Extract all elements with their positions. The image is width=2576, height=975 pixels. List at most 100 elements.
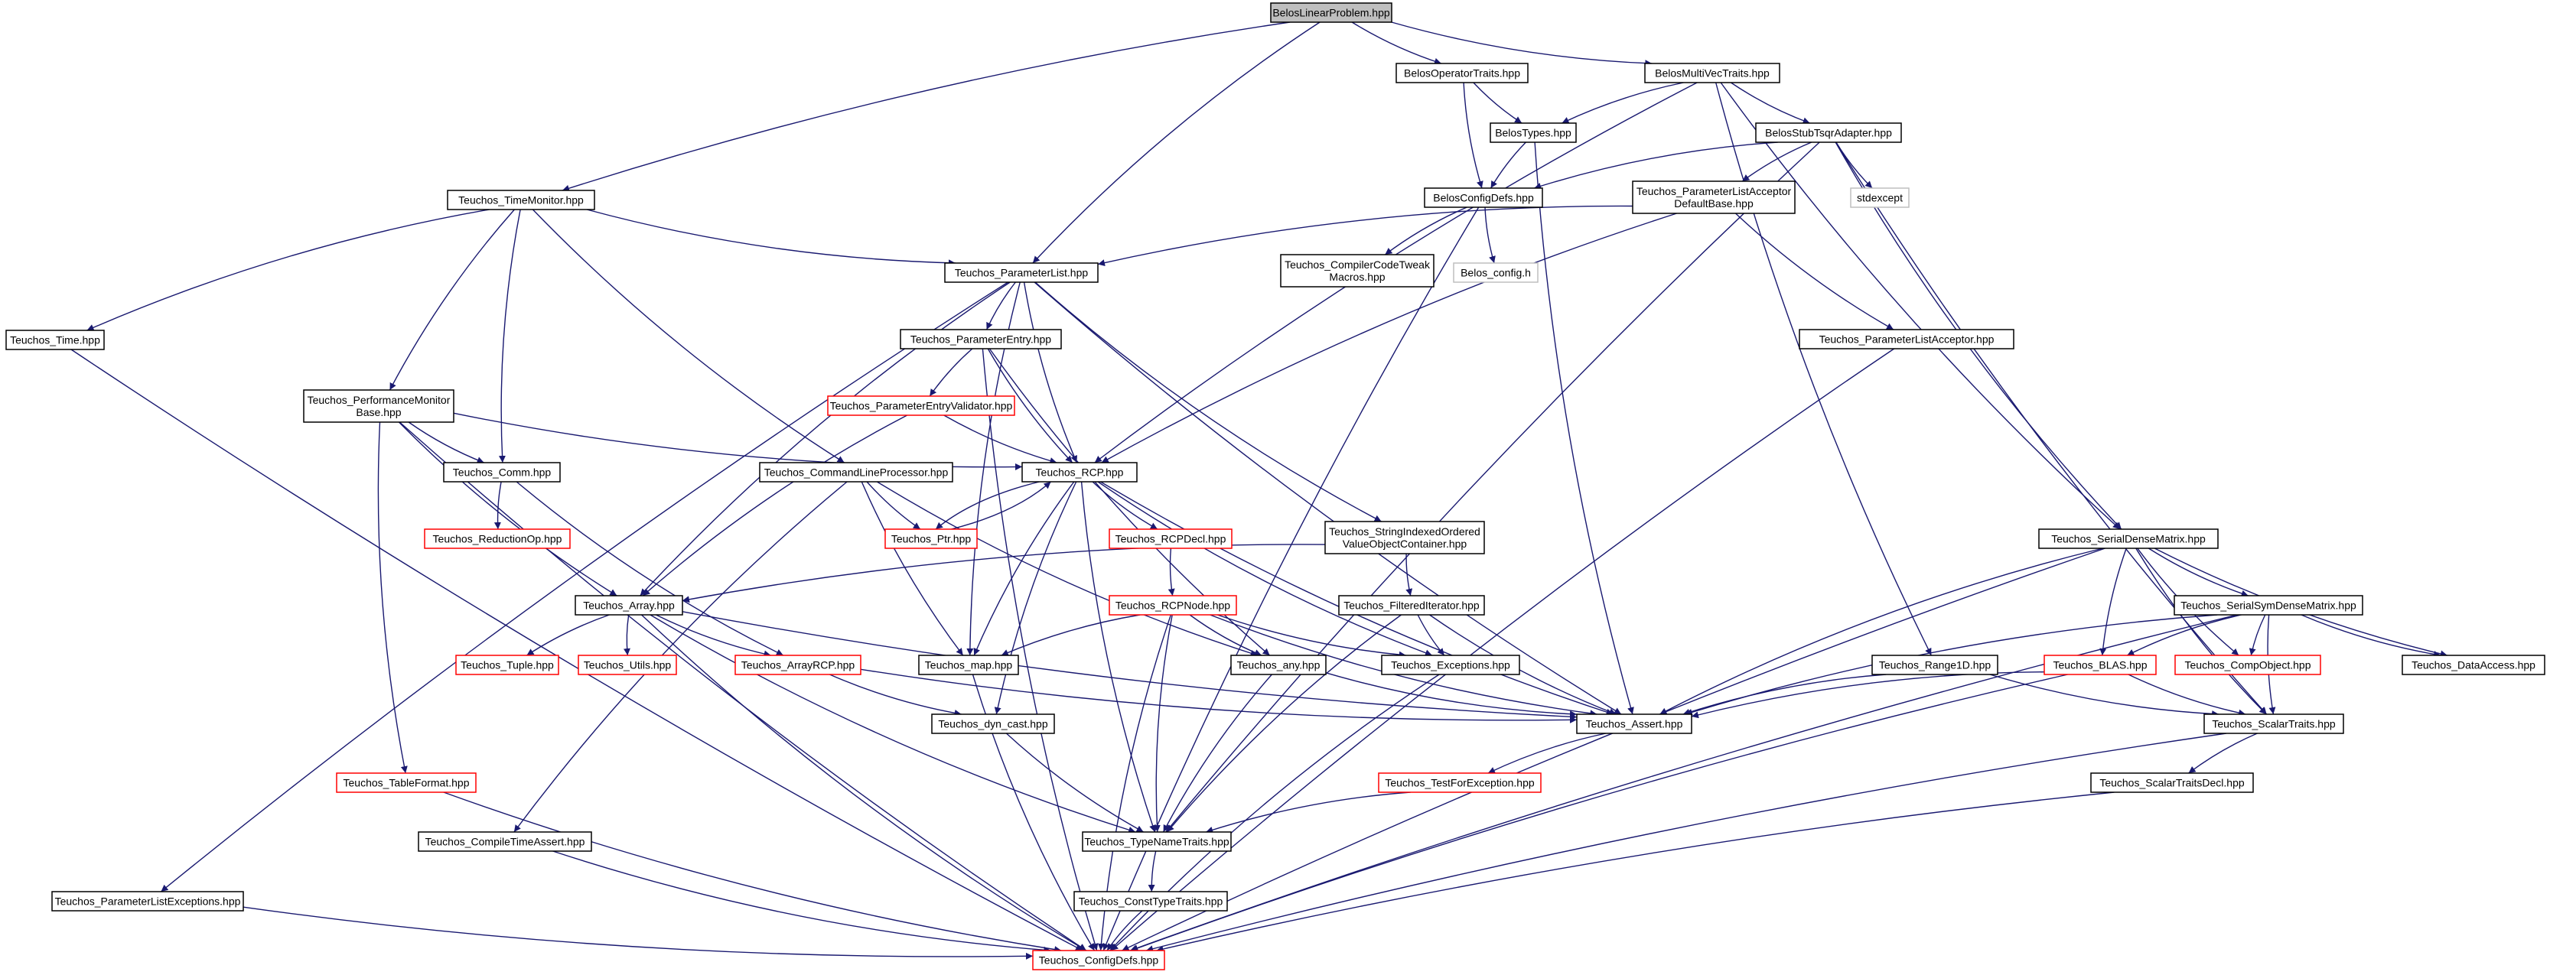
node-teuchos-range1d[interactable]: Teuchos_Range1D.hpp	[1871, 655, 1998, 675]
node-teuchos-ptr[interactable]: Teuchos_Ptr.hpp	[884, 528, 978, 549]
node-label: stdexcept	[1857, 192, 1903, 204]
node-box	[2174, 595, 2363, 616]
node-label: Teuchos_TestForException.hpp	[1385, 777, 1535, 789]
node-teuchos-scalartraitsdecl[interactable]: Teuchos_ScalarTraitsDecl.hpp	[2090, 772, 2254, 793]
node-label: Teuchos_ParameterList.hpp	[955, 267, 1089, 279]
node-teuchos-blas[interactable]: Teuchos_BLAS.hpp	[2044, 655, 2157, 675]
edge-teuchos-serialdensematrix-to-teuchos-scalartraits	[2135, 548, 2267, 715]
node-teuchos-parameterlistexceptions[interactable]: Teuchos_ParameterListExceptions.hpp	[51, 891, 244, 912]
node-teuchos-compiletimeassert[interactable]: Teuchos_CompileTimeAssert.hpp	[418, 831, 592, 852]
node-belostypes[interactable]: BelosTypes.hpp	[1490, 122, 1577, 143]
node-teuchos-parameterentryvalidator[interactable]: Teuchos_ParameterEntryValidator.hpp	[827, 395, 1015, 416]
node-teuchos-testforexception[interactable]: Teuchos_TestForException.hpp	[1378, 772, 1542, 793]
node-teuchos-parameterlistacceptor[interactable]: Teuchos_ParameterListAcceptor.hpp	[1799, 329, 2014, 349]
node-teuchos-commandlineprocessor[interactable]: Teuchos_CommandLineProcessor.hpp	[759, 462, 953, 483]
node-teuchos-arrayrcp[interactable]: Teuchos_ArrayRCP.hpp	[734, 655, 861, 675]
edge-teuchos-performancemonitorbase-to-teuchos-array	[398, 421, 617, 596]
edge-teuchos-timemonitor-to-teuchos-comm	[498, 209, 521, 463]
node-teuchos-dataaccess[interactable]: Teuchos_DataAccess.hpp	[2402, 655, 2545, 675]
node-teuchos-map[interactable]: Teuchos_map.hpp	[918, 655, 1019, 675]
node-teuchos-timemonitor[interactable]: Teuchos_TimeMonitor.hpp	[447, 190, 595, 210]
node-teuchos-utils[interactable]: Teuchos_Utils.hpp	[578, 655, 677, 675]
node-teuchos-array[interactable]: Teuchos_Array.hpp	[575, 595, 683, 616]
node-label: ValueObjectContainer.hpp	[1343, 538, 1467, 550]
edge-teuchos-rcp-to-teuchos-map	[973, 481, 1075, 656]
node-teuchos-configdefs[interactable]: Teuchos_ConfigDefs.hpp	[1032, 950, 1165, 970]
edge-teuchos-arrayrcp-to-teuchos-assert	[860, 668, 1578, 723]
edge-teuchos-rcpnode-to-teuchos-any	[1189, 614, 1262, 656]
node-teuchos-rcpnode[interactable]: Teuchos_RCPNode.hpp	[1109, 595, 1237, 616]
node-label: Teuchos_CompObject.hpp	[2185, 659, 2311, 671]
edge-teuchos-parameterentry-to-teuchos-any	[988, 348, 1271, 656]
edge-teuchos-commandlineprocessor-to-teuchos-map	[861, 481, 964, 656]
node-box	[734, 655, 861, 675]
node-box	[2203, 713, 2344, 734]
node-belos-config[interactable]: Belos_config.h	[1453, 262, 1539, 283]
node-box	[2038, 528, 2219, 549]
node-label: Teuchos_CompileTimeAssert.hpp	[425, 836, 585, 848]
node-teuchos-tuple[interactable]: Teuchos_Tuple.hpp	[455, 655, 559, 675]
node-teuchos-assert[interactable]: Teuchos_Assert.hpp	[1576, 713, 1692, 734]
edge-teuchos-performancemonitorbase-to-teuchos-configdefs	[399, 421, 1087, 951]
node-teuchos-reductionop[interactable]: Teuchos_ReductionOp.hpp	[424, 528, 571, 549]
node-teuchos-any[interactable]: Teuchos_any.hpp	[1230, 655, 1327, 675]
node-belosmultivectraits[interactable]: BelosMultiVecTraits.hpp	[1644, 63, 1780, 83]
node-teuchos-time[interactable]: Teuchos_Time.hpp	[5, 330, 105, 350]
node-box	[2090, 772, 2254, 793]
node-teuchos-exceptions[interactable]: Teuchos_Exceptions.hpp	[1381, 655, 1520, 675]
node-box	[2044, 655, 2157, 675]
node-stdexcept[interactable]: stdexcept	[1850, 187, 1910, 208]
node-teuchos-consttypetraits[interactable]: Teuchos_ConstTypeTraits.hpp	[1073, 891, 1228, 912]
edge-teuchos-arrayrcp-to-teuchos-dyn-cast	[829, 674, 962, 717]
edge-teuchos-array-to-teuchos-tuple	[526, 614, 610, 656]
node-teuchos-stringindexedorderedvalueobjectcontainer[interactable]: Teuchos_StringIndexedOrderedValueObjectC…	[1324, 521, 1485, 554]
edge-teuchos-array-to-teuchos-arrayrcp	[656, 614, 771, 658]
edge-teuchos-comm-to-teuchos-arrayrcp	[516, 481, 784, 656]
node-belosconfigdefs[interactable]: BelosConfigDefs.hpp	[1424, 187, 1543, 208]
edge-teuchos-filterediterator-to-teuchos-typenametraits	[1166, 614, 1402, 833]
edge-belosmultivectraits-to-belostypes	[1562, 82, 1684, 124]
edge-teuchos-performancemonitorbase-to-teuchos-tableformat	[377, 421, 408, 774]
node-teuchos-filterediterator[interactable]: Teuchos_FilteredIterator.hpp	[1338, 595, 1485, 616]
edge-teuchos-array-to-teuchos-assert	[682, 611, 1578, 720]
node-box	[1032, 950, 1165, 970]
node-teuchos-serialsymdensematrix[interactable]: Teuchos_SerialSymDenseMatrix.hpp	[2174, 595, 2363, 616]
node-label: Teuchos_ArrayRCP.hpp	[741, 659, 855, 671]
edge-teuchos-time-to-teuchos-configdefs	[70, 349, 1083, 951]
node-label: Teuchos_any.hpp	[1237, 659, 1321, 671]
edge-teuchos-range1d-to-teuchos-scalartraits	[1989, 674, 2219, 718]
node-teuchos-scalartraits[interactable]: Teuchos_ScalarTraits.hpp	[2203, 713, 2344, 734]
node-teuchos-rcp[interactable]: Teuchos_RCP.hpp	[1021, 462, 1138, 483]
node-box	[1453, 262, 1539, 283]
edge-teuchos-rcp-to-teuchos-rcpdecl	[1092, 481, 1158, 530]
node-belosstubtsqradapter[interactable]: BelosStubTsqrAdapter.hpp	[1755, 122, 1902, 143]
node-teuchos-comm[interactable]: Teuchos_Comm.hpp	[443, 462, 561, 483]
edge-teuchos-rcp-to-teuchos-exceptions	[1097, 481, 1433, 657]
node-label: Teuchos_RCPDecl.hpp	[1115, 533, 1226, 545]
node-label: Teuchos_ParameterListAcceptor	[1636, 185, 1792, 197]
node-box	[1490, 122, 1577, 143]
node-teuchos-rcpdecl[interactable]: Teuchos_RCPDecl.hpp	[1109, 528, 1233, 549]
node-teuchos-tableformat[interactable]: Teuchos_TableFormat.hpp	[336, 772, 477, 793]
node-teuchos-serialdensematrix[interactable]: Teuchos_SerialDenseMatrix.hpp	[2038, 528, 2219, 549]
node-teuchos-parameterentry[interactable]: Teuchos_ParameterEntry.hpp	[900, 329, 1062, 349]
node-teuchos-compobject[interactable]: Teuchos_CompObject.hpp	[2174, 655, 2321, 675]
node-box	[51, 891, 244, 912]
node-box	[1871, 655, 1998, 675]
node-belosoperatortraits[interactable]: BelosOperatorTraits.hpp	[1395, 63, 1529, 83]
edge-teuchos-rcp-to-teuchos-typenametraits	[1080, 481, 1156, 833]
node-teuchos-parameterlist[interactable]: Teuchos_ParameterList.hpp	[944, 262, 1099, 283]
node-box	[900, 329, 1062, 349]
node-teuchos-parameterlistacceptordefaultbase[interactable]: Teuchos_ParameterListAcceptorDefaultBase…	[1632, 180, 1796, 214]
node-label: Teuchos_ParameterEntry.hpp	[910, 333, 1051, 346]
edge-teuchos-tableformat-to-teuchos-configdefs	[443, 791, 1062, 954]
node-label: Teuchos_FilteredIterator.hpp	[1343, 600, 1480, 612]
node-box	[1644, 63, 1780, 83]
node-beloslinearproblem[interactable]: BelosLinearProblem.hpp	[1270, 2, 1392, 23]
node-teuchos-typenametraits[interactable]: Teuchos_TypeNameTraits.hpp	[1082, 831, 1232, 852]
node-teuchos-dyn-cast[interactable]: Teuchos_dyn_cast.hpp	[931, 713, 1055, 734]
node-box	[2174, 655, 2321, 675]
edge-teuchos-stringindexedorderedvalueobjectcontainer-to-teuchos-filterediterator	[1405, 553, 1413, 596]
